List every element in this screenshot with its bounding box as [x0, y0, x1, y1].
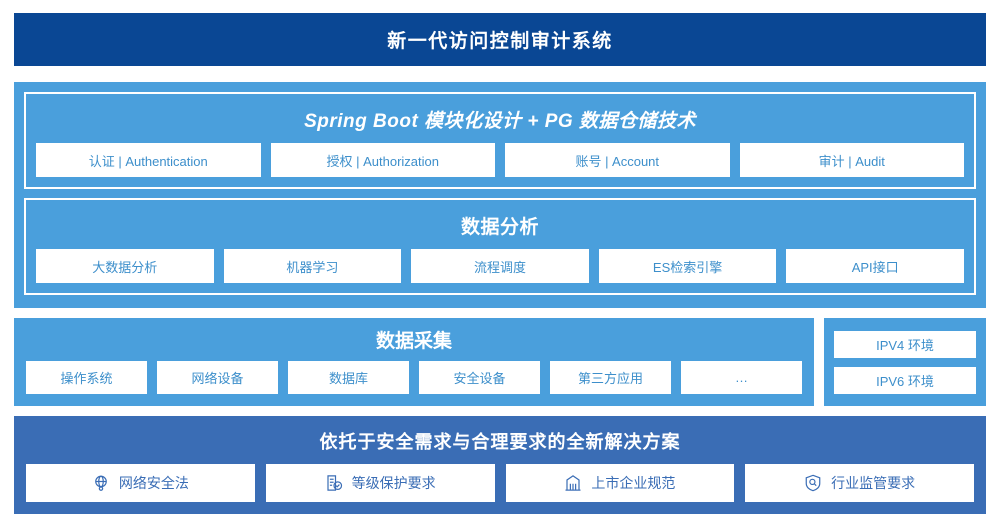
- document-check-icon: [325, 474, 343, 492]
- analysis-module-machine-learning[interactable]: 机器学习: [223, 249, 402, 283]
- analysis-module-api[interactable]: API接口: [786, 249, 964, 283]
- globe-network-icon: [92, 474, 110, 492]
- solution-section: 依托于安全需求与合理要求的全新解决方案 网络安全法: [14, 416, 986, 514]
- platform-section-title: Spring Boot 模块化设计 + PG 数据仓储技术: [304, 111, 696, 132]
- collection-section-title: 数据采集: [375, 331, 452, 352]
- platform-module-authentication[interactable]: 认证 | Authentication: [36, 143, 261, 177]
- solution-item-listed-company-standard[interactable]: 上市企业规范: [505, 464, 735, 502]
- platform-section: Spring Boot 模块化设计 + PG 数据仓储技术 认证 | Authe…: [24, 92, 976, 189]
- platform-module-audit[interactable]: 审计 | Audit: [739, 143, 964, 177]
- solution-item-label: 行业监管要求: [831, 475, 916, 491]
- collection-source-more[interactable]: …: [681, 361, 802, 394]
- platform-module-row: 认证 | Authentication 授权 | Authorization 账…: [36, 143, 964, 177]
- solution-item-label: 网络安全法: [118, 475, 189, 491]
- solution-item-label: 上市企业规范: [591, 475, 676, 491]
- collection-source-database[interactable]: 数据库: [288, 361, 409, 394]
- collection-source-network-device[interactable]: 网络设备: [157, 361, 278, 394]
- collection-source-os[interactable]: 操作系统: [26, 361, 147, 394]
- section-spacer: [24, 189, 976, 198]
- analysis-section: 数据分析 大数据分析 机器学习 流程调度 ES检索引擎 API接口: [24, 198, 976, 295]
- solution-item-cybersecurity-law[interactable]: 网络安全法: [26, 464, 255, 502]
- analysis-module-row: 大数据分析 机器学习 流程调度 ES检索引擎 API接口: [36, 249, 964, 283]
- analysis-module-process-scheduling[interactable]: 流程调度: [411, 249, 589, 283]
- environment-panel: IPV4 环境 IPV6 环境: [824, 318, 986, 406]
- platform-module-account[interactable]: 账号 | Account: [505, 143, 730, 177]
- analysis-section-title: 数据分析: [460, 217, 539, 238]
- page-title: 新一代访问控制审计系统: [387, 31, 613, 52]
- environment-ipv6[interactable]: IPV6 环境: [834, 366, 976, 394]
- bank-building-icon: [564, 474, 582, 492]
- solution-item-industry-regulation[interactable]: 行业监管要求: [745, 464, 974, 502]
- solution-item-label: 等级保护要求: [351, 475, 436, 491]
- collection-source-third-party-app[interactable]: 第三方应用: [550, 361, 671, 394]
- shield-search-icon: [804, 474, 822, 492]
- collection-section: 数据采集 操作系统 网络设备 数据库 安全设备 第三方应用 …: [14, 318, 814, 406]
- page-header: 新一代访问控制审计系统: [14, 13, 986, 66]
- environment-ipv4[interactable]: IPV4 环境: [834, 330, 976, 358]
- solution-item-classified-protection[interactable]: 等级保护要求: [265, 464, 495, 502]
- collection-row: 数据采集 操作系统 网络设备 数据库 安全设备 第三方应用 … IPV4 环境 …: [14, 318, 986, 406]
- analysis-module-bigdata[interactable]: 大数据分析: [36, 249, 214, 283]
- collection-source-row: 操作系统 网络设备 数据库 安全设备 第三方应用 …: [26, 361, 802, 394]
- collection-source-security-device[interactable]: 安全设备: [419, 361, 540, 394]
- platform-module-authorization[interactable]: 授权 | Authorization: [270, 143, 495, 177]
- solution-section-title: 依托于安全需求与合理要求的全新解决方案: [319, 432, 681, 452]
- solution-item-row: 网络安全法 等级保护要求: [26, 464, 974, 502]
- analysis-module-es-search[interactable]: ES检索引擎: [598, 249, 777, 283]
- architecture-upper-panel: Spring Boot 模块化设计 + PG 数据仓储技术 认证 | Authe…: [14, 82, 986, 308]
